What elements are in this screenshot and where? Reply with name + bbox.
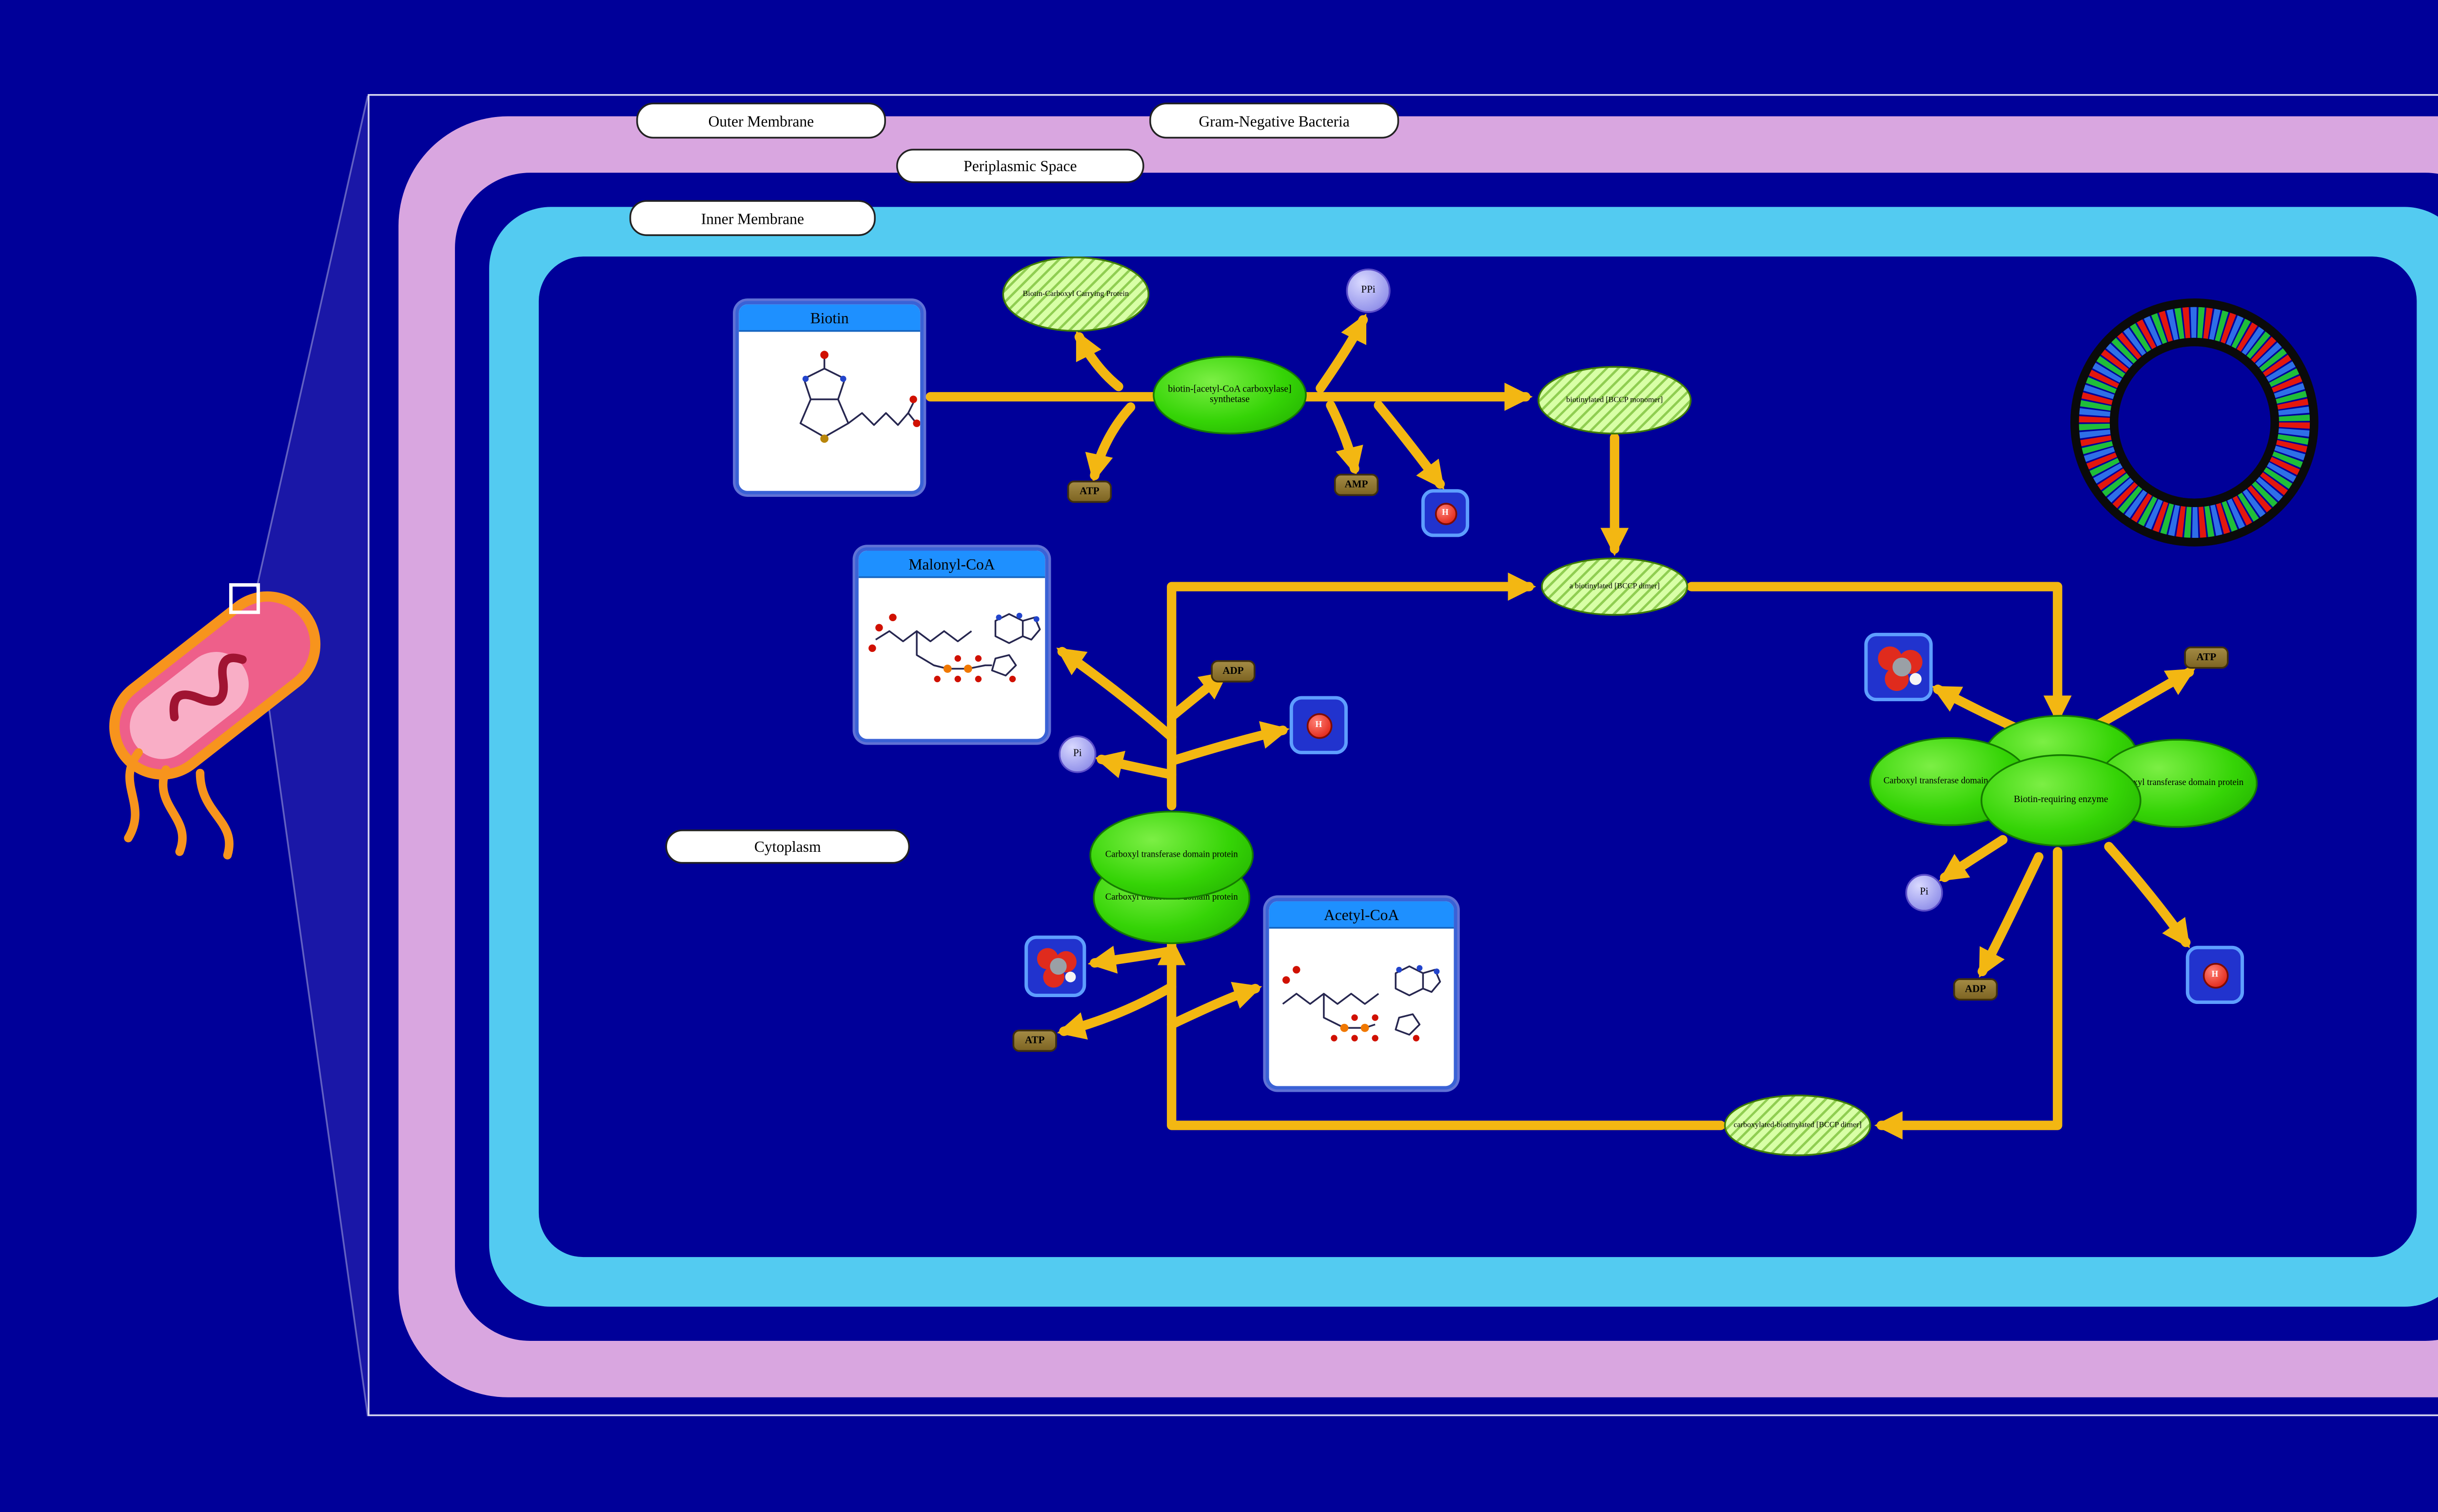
adp-pill[interactable]: ADP [1953, 978, 1998, 1001]
inner-membrane-label: Inner Membrane [629, 200, 876, 236]
dna-plasmid [2070, 298, 2319, 547]
bccp-protein-ellipse[interactable]: Biotin-Carboxyl Carrying Protein [1002, 256, 1150, 332]
flagellum-icon [124, 748, 143, 843]
atp-pill[interactable]: ATP [1067, 480, 1112, 503]
gram-negative-bacteria-label: Gram-Negative Bacteria [1149, 102, 1399, 139]
acetyl-coa-compound-box[interactable]: Acetyl-CoA [1265, 898, 1457, 1090]
acetyl-coa-title: Acetyl-CoA [1269, 901, 1454, 929]
bicarbonate-square[interactable] [1864, 632, 1933, 702]
atp-pill[interactable]: ATP [2184, 646, 2229, 669]
malonyl-coa-structure [868, 612, 1041, 683]
proton-icon: H [2202, 962, 2228, 988]
proton-icon: H [1434, 502, 1456, 525]
biotin-ligase-enzyme-ellipse[interactable]: biotin-[acetyl-CoA carboxylase] syntheta… [1153, 355, 1307, 434]
proton-square[interactable]: H [2185, 945, 2244, 1004]
ppi-ion[interactable]: PPi [1346, 268, 1391, 313]
atp-pill[interactable]: ATP [1012, 1029, 1057, 1052]
bacterium-dna-squiggle [169, 653, 247, 722]
periplasmic-space-label: Periplasmic Space [896, 149, 1144, 183]
adp-pill[interactable]: ADP [1211, 660, 1256, 683]
bacterium-illustration [109, 583, 321, 860]
bicarbonate-icon [1037, 948, 1077, 988]
amp-pill[interactable]: AMP [1334, 473, 1379, 496]
flagellum-icon [158, 765, 187, 856]
acetyl-coa-structure [1282, 965, 1441, 1041]
carboxyl-transferase-front-ellipse[interactable]: Carboxyl transferase domain protein [1089, 810, 1254, 900]
proton-square[interactable]: H [1289, 696, 1348, 754]
proton-square[interactable]: H [1421, 489, 1470, 537]
cell-frame [368, 94, 2438, 1416]
flagellum-icon [196, 768, 234, 860]
malonyl-coa-title: Malonyl-CoA [858, 550, 1045, 578]
biotin-compound-box[interactable]: Biotin [735, 301, 924, 494]
bicarbonate-icon [1878, 646, 1923, 691]
proton-icon: H [1306, 712, 1332, 738]
pi-ion[interactable]: Pi [1059, 735, 1097, 773]
biotinylated-bccp-monomer-ellipse[interactable]: biotinylated [BCCP monomer] [1537, 366, 1692, 434]
biotin-structure [799, 351, 921, 443]
biotin-title: Biotin [739, 304, 921, 332]
cytoplasm-label: Cytoplasm [665, 829, 910, 864]
biotinylated-bccp-dimer-ellipse[interactable]: a biotinylated [BCCP dimer] [1541, 557, 1689, 616]
bicarbonate-square[interactable] [1024, 935, 1086, 997]
carboxylated-bccp-dimer-ellipse[interactable]: carboxylated-biotinylated [BCCP dimer] [1724, 1094, 1871, 1157]
outer-membrane-label: Outer Membrane [636, 102, 886, 139]
zoom-region-marker [229, 583, 260, 614]
biotin-requiring-enzyme-ellipse[interactable]: Biotin-requiring enzyme [1980, 754, 2142, 847]
malonyl-coa-compound-box[interactable]: Malonyl-CoA [855, 547, 1049, 743]
pi-ion[interactable]: Pi [1905, 874, 1943, 912]
